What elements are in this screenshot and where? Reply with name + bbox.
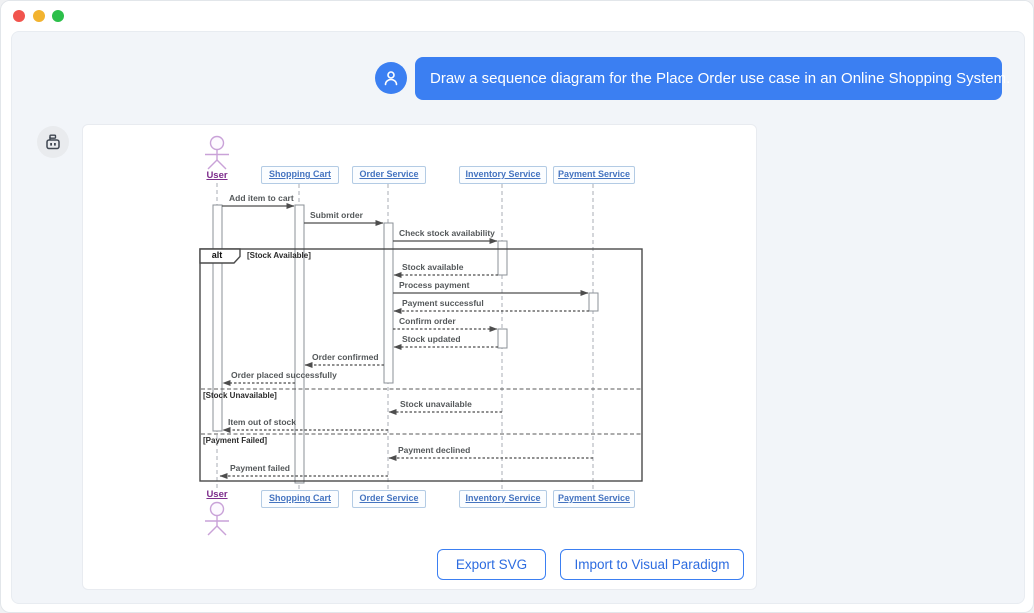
message-label: Process payment — [399, 280, 470, 290]
actor-label-bottom[interactable]: User — [206, 489, 228, 500]
chat-panel: Draw a sequence diagram for the Place Or… — [11, 31, 1025, 604]
message-arrows — [219, 203, 593, 479]
message-label: Confirm order — [399, 316, 456, 326]
participant-box-payment-service-bottom[interactable]: Payment Service — [553, 490, 635, 508]
message-label: Order placed successfully — [231, 370, 337, 380]
participant-box-payment-service[interactable]: Payment Service — [553, 166, 635, 184]
diagram-card: alt [Stock Available] [Stock Unavailable… — [82, 124, 757, 590]
message-label: Stock available — [402, 262, 464, 272]
user-avatar — [375, 62, 407, 94]
message-label: Stock unavailable — [400, 399, 472, 409]
sequence-diagram-canvas — [199, 135, 643, 536]
participant-box-inventory-service-bottom[interactable]: Inventory Service — [459, 490, 547, 508]
message-label: Payment successful — [402, 298, 484, 308]
activation-bars — [212, 204, 599, 484]
titlebar — [1, 1, 1033, 31]
actor-label-top[interactable]: User — [206, 170, 228, 181]
assistant-avatar — [37, 126, 69, 158]
close-window-button[interactable] — [13, 10, 25, 22]
actor-figure-top — [205, 135, 229, 170]
import-to-visual-paradigm-button[interactable]: Import to Visual Paradigm — [560, 549, 744, 580]
participant-box-order-service-bottom[interactable]: Order Service — [352, 490, 426, 508]
person-icon — [384, 71, 398, 86]
user-message-bubble: Draw a sequence diagram for the Place Or… — [415, 57, 1010, 100]
actor-figure-bottom — [205, 501, 229, 536]
guard-stock-available: [Stock Available] — [247, 251, 311, 260]
message-label: Stock updated — [402, 334, 461, 344]
participant-box-shopping-cart-bottom[interactable]: Shopping Cart — [261, 490, 339, 508]
message-label: Payment failed — [230, 463, 290, 473]
message-label: Item out of stock — [228, 417, 297, 427]
minimize-window-button[interactable] — [33, 10, 45, 22]
sequence-diagram: alt [Stock Available] [Stock Unavailable… — [83, 125, 758, 591]
message-label: Order confirmed — [312, 352, 379, 362]
message-label: Add item to cart — [229, 193, 294, 203]
participant-box-shopping-cart[interactable]: Shopping Cart — [261, 166, 339, 184]
robot-icon — [46, 134, 60, 150]
participant-box-order-service[interactable]: Order Service — [352, 166, 426, 184]
alt-frame-dividers — [201, 388, 641, 435]
alt-frame — [199, 248, 643, 482]
guard-stock-unavailable: [Stock Unavailable] — [203, 391, 277, 400]
zoom-window-button[interactable] — [52, 10, 64, 22]
participant-box-inventory-service[interactable]: Inventory Service — [459, 166, 547, 184]
alt-operator-label: alt — [211, 250, 223, 260]
export-svg-button[interactable]: Export SVG — [437, 549, 546, 580]
guard-payment-failed: [Payment Failed] — [203, 436, 268, 445]
message-label: Submit order — [310, 210, 363, 220]
message-label: Check stock availability — [399, 228, 495, 238]
message-label: Payment declined — [398, 445, 471, 455]
